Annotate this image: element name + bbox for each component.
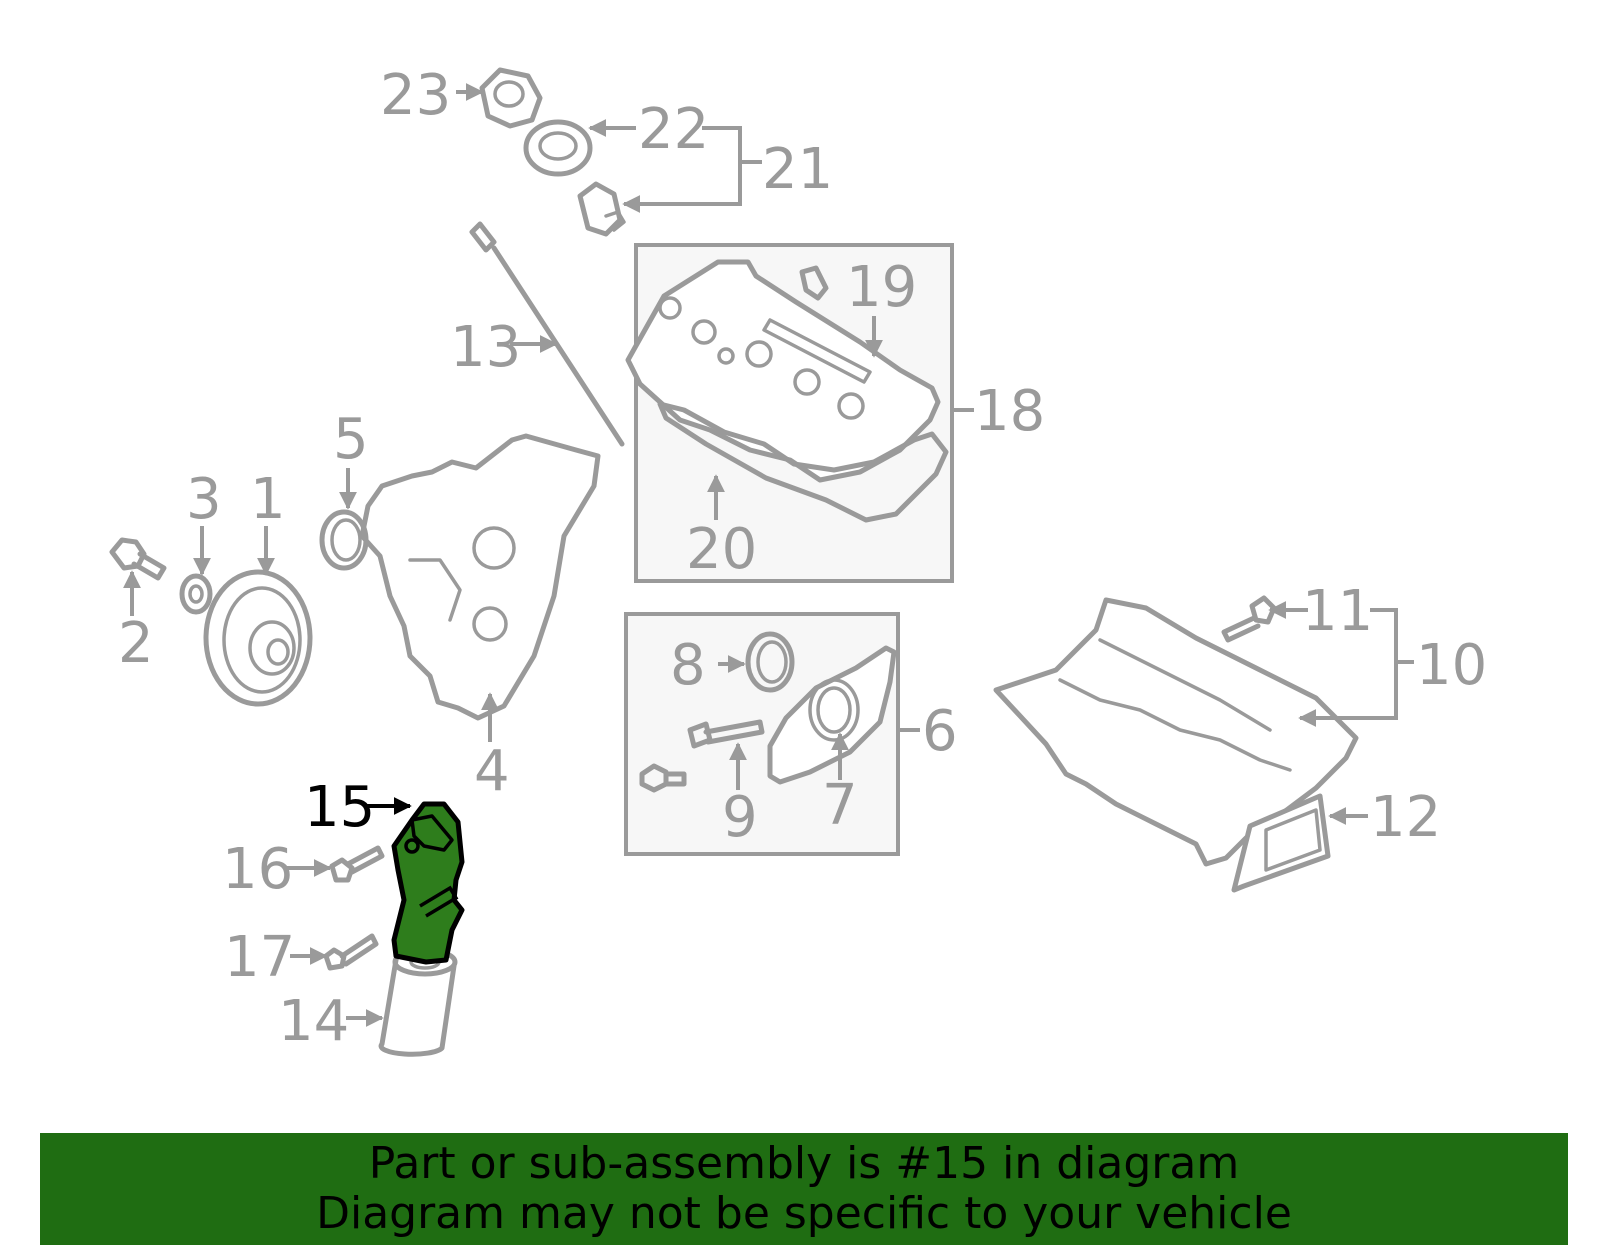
banner-line-1: Part or sub-assembly is #15 in diagram	[368, 1138, 1240, 1189]
callout-18: 18	[974, 379, 1045, 444]
part-19-sensor	[799, 265, 829, 301]
part-9-bolt	[639, 719, 765, 793]
part-18-valve-cover	[625, 259, 941, 483]
part-11-bolt	[1221, 595, 1277, 643]
callout-14: 14	[278, 989, 349, 1054]
callout-11: 11	[1302, 579, 1373, 644]
callout-17: 17	[224, 925, 295, 990]
callout-labels: 23 22 21 19 13 18 5 3 1 20 11 2 8 10 6 4…	[118, 63, 1487, 1054]
part-22-cap-seal	[523, 119, 593, 177]
part-8-seal	[745, 631, 795, 693]
part-17-bolt	[323, 933, 379, 971]
callout-3: 3	[186, 467, 222, 532]
callout-19: 19	[846, 255, 917, 320]
callout-2: 2	[118, 611, 154, 676]
callout-21: 21	[762, 137, 833, 202]
info-banner: Part or sub-assembly is #15 in diagram D…	[40, 1133, 1568, 1245]
callout-8: 8	[670, 633, 706, 698]
part-1-crank-pulley	[203, 569, 313, 707]
part-3-washer	[179, 573, 213, 615]
part-15-oil-filter-adapter	[391, 801, 465, 965]
callout-10: 10	[1416, 633, 1487, 698]
callout-22: 22	[638, 97, 709, 162]
part-21-filler-cap	[577, 181, 626, 237]
part-23-seal	[479, 67, 543, 129]
part-13-dipstick	[469, 221, 625, 447]
part-16-bolt	[329, 845, 385, 883]
part-5-front-seal	[319, 509, 369, 571]
callout-12: 12	[1370, 785, 1441, 850]
part-14-oil-filter	[378, 947, 458, 1057]
callout-16: 16	[222, 837, 293, 902]
callout-1: 1	[250, 467, 286, 532]
leader-lines	[123, 83, 1414, 1027]
callout-9: 9	[722, 785, 758, 850]
part-12-baffle	[1231, 793, 1331, 893]
part-20-gasket	[657, 401, 949, 523]
callout-20: 20	[686, 517, 757, 582]
callout-15-highlighted: 15	[304, 775, 375, 840]
part-2-bolt	[109, 537, 167, 581]
callout-7: 7	[822, 773, 858, 838]
banner-line-2: Diagram may not be specific to your vehi…	[316, 1188, 1292, 1239]
callout-13: 13	[450, 315, 521, 380]
callout-5: 5	[333, 407, 369, 472]
part-10-oil-pan	[993, 597, 1359, 867]
callout-4: 4	[474, 739, 510, 804]
callout-6: 6	[922, 699, 958, 764]
callout-23: 23	[380, 63, 451, 128]
part-4-front-cover	[359, 433, 601, 721]
